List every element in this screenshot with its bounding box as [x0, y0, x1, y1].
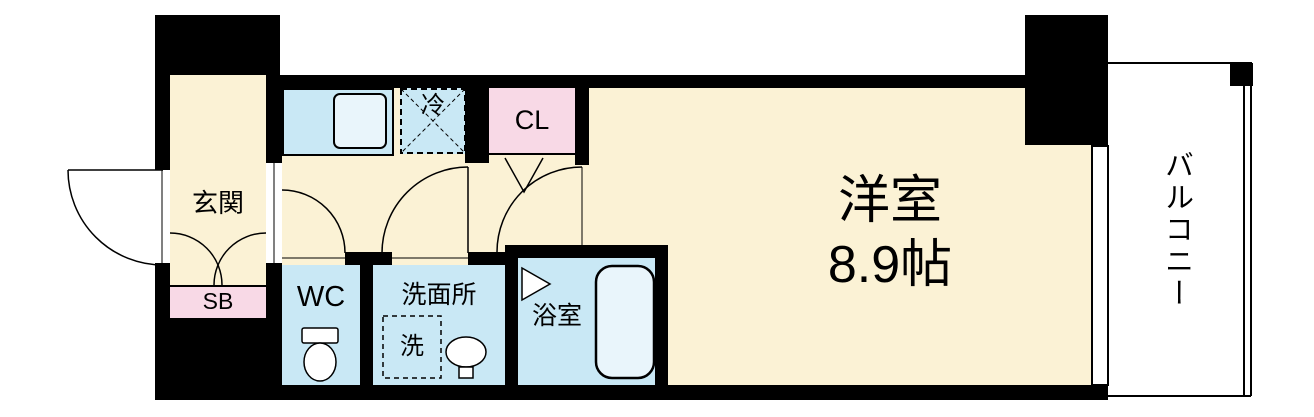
fridge-label: 冷: [421, 92, 445, 119]
wall-left-upper: [155, 15, 170, 170]
wall-closet-right: [575, 75, 589, 165]
wall-top-left-block: [155, 15, 280, 75]
wall-fridge-closet: [465, 75, 489, 163]
toilet-bowl-icon: [303, 342, 337, 382]
wall-top: [270, 75, 1035, 88]
genkan-door-arc-right: [213, 232, 267, 286]
toilet-label: WC: [296, 280, 346, 313]
washroom-label: 洗面所: [401, 280, 477, 309]
entrance-door-arc: [67, 169, 164, 266]
bathtub-icon: [594, 264, 656, 380]
wall-bath-right: [655, 245, 668, 385]
genkan-floor: [170, 75, 266, 285]
wc-door-arc: [281, 189, 346, 254]
wall-washroom-bath: [505, 258, 518, 385]
washing-machine-box: [382, 315, 442, 379]
wall-wc-washroom: [360, 265, 373, 385]
fridge-cross-2: [400, 88, 466, 154]
balcony-corner-block: [1230, 63, 1253, 86]
shoe-box-label: SB: [202, 287, 234, 314]
genkan-label: 玄関: [191, 188, 244, 218]
washbasin-stand-icon: [458, 366, 474, 379]
genkan-door-arc-left: [169, 232, 223, 286]
bathroom-door-mark: [521, 266, 552, 302]
washroom-area: [373, 265, 505, 385]
kitchen-sink-icon: [333, 93, 387, 149]
wall-bath-top: [505, 245, 668, 258]
wall-hall-a: [345, 252, 392, 265]
main-room-name-label: 洋室: [837, 172, 942, 230]
main-room-size-label: 8.9帖: [827, 236, 953, 294]
closet-area: [489, 88, 575, 155]
fridge-dashed-box: [400, 88, 466, 154]
wall-top-right-block: [1025, 15, 1108, 145]
wall-below-shoe-box: [155, 318, 282, 388]
main-room-door-arc: [496, 166, 583, 253]
balcony-label: バルコニー: [1160, 150, 1193, 310]
washbasin-icon: [445, 336, 487, 368]
shoe-box-area: [170, 285, 266, 318]
closet-label: CL: [514, 104, 550, 135]
window-right: [1091, 145, 1109, 386]
closet-door-mark: [504, 157, 544, 194]
washroom-door-arc: [381, 166, 469, 254]
wall-genkan-right-upper: [266, 75, 282, 163]
toilet-tank-icon: [301, 327, 339, 344]
washing-machine-label: 洗: [400, 333, 424, 360]
bathroom-label: 浴室: [531, 301, 582, 330]
wall-bottom: [155, 385, 1108, 400]
